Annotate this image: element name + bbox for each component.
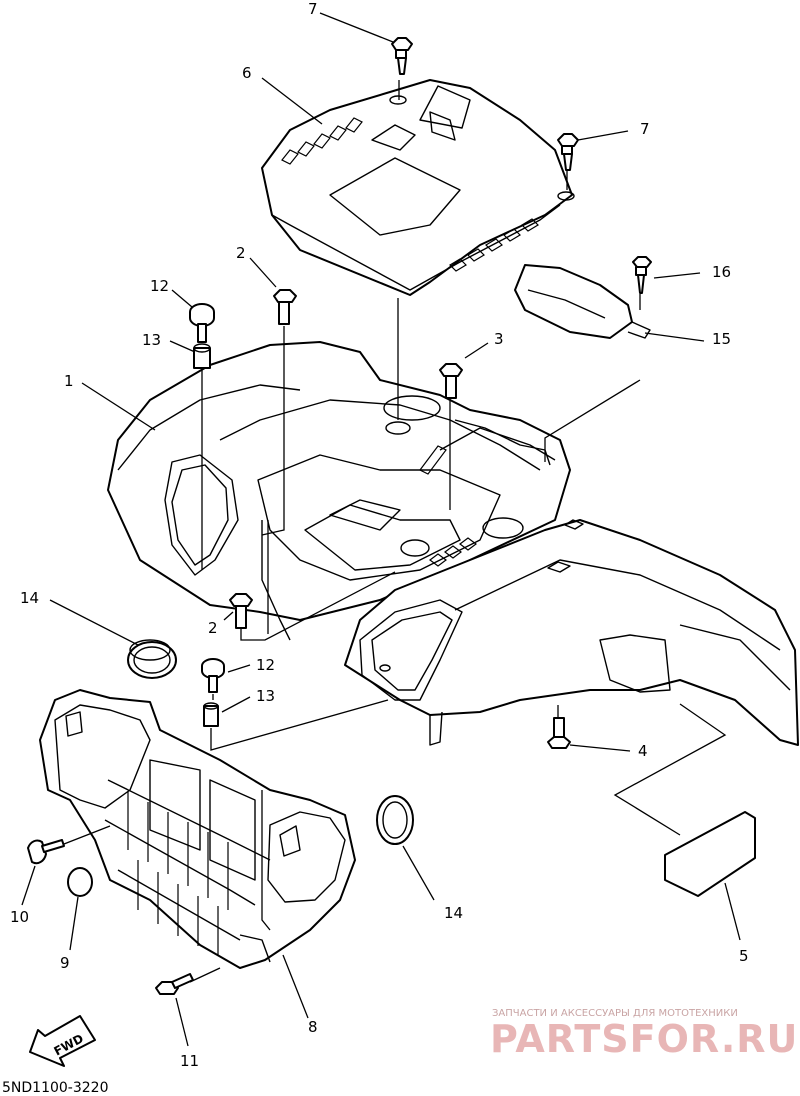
callout-12-lower: 12 bbox=[256, 656, 275, 674]
watermark: ЗАПЧАСТИ И АКСЕССУАРЫ ДЛЯ МОТОТЕХНИКИ PA… bbox=[490, 1008, 798, 1061]
callout-3: 3 bbox=[494, 330, 504, 348]
bolt-part-12-lower bbox=[201, 658, 225, 693]
callout-13-upper: 13 bbox=[142, 331, 161, 349]
callout-12-upper: 12 bbox=[150, 277, 169, 295]
bolt-part-4 bbox=[547, 717, 571, 749]
front-grille-part-8 bbox=[39, 689, 356, 969]
plate-part-5 bbox=[664, 811, 756, 897]
collar-part-13-upper bbox=[193, 343, 211, 369]
bolt-part-2-lower bbox=[229, 593, 253, 629]
callout-16: 16 bbox=[712, 263, 731, 281]
screw-part-7-top bbox=[391, 37, 413, 75]
reference-lines bbox=[63, 80, 727, 983]
screw-part-16 bbox=[632, 256, 652, 294]
bolt-part-10 bbox=[27, 839, 65, 865]
collar-part-13-lower bbox=[203, 702, 219, 727]
callout-1: 1 bbox=[64, 372, 74, 390]
callout-8: 8 bbox=[308, 1018, 318, 1036]
screw-part-7-right bbox=[557, 133, 579, 171]
bracket-part-15 bbox=[514, 264, 651, 339]
front-fender-part-1 bbox=[107, 341, 571, 641]
watermark-brand: PARTSFOR.RU bbox=[490, 1017, 798, 1061]
callout-13-lower: 13 bbox=[256, 687, 275, 705]
fwd-arrow-icon: FWD bbox=[29, 1015, 96, 1067]
cap-part-9 bbox=[67, 867, 93, 897]
callout-14-left: 14 bbox=[20, 589, 39, 607]
grommet-part-14-left bbox=[127, 639, 177, 679]
watermark-tagline: ЗАПЧАСТИ И АКСЕССУАРЫ ДЛЯ МОТОТЕХНИКИ bbox=[492, 1008, 738, 1019]
grommet-part-14-right bbox=[376, 795, 414, 845]
bolt-part-3 bbox=[439, 363, 463, 399]
callout-7-right: 7 bbox=[640, 120, 650, 138]
bolt-part-2-upper bbox=[273, 289, 297, 325]
callout-15: 15 bbox=[712, 330, 731, 348]
bolt-part-12-upper bbox=[189, 303, 215, 343]
callout-10: 10 bbox=[10, 908, 29, 926]
callout-7-top: 7 bbox=[308, 0, 318, 18]
leader-lines bbox=[21, 12, 741, 1047]
callout-5: 5 bbox=[739, 947, 749, 965]
callout-9: 9 bbox=[60, 954, 70, 972]
callout-6: 6 bbox=[242, 64, 252, 82]
callout-2-lower: 2 bbox=[208, 619, 218, 637]
diagram-code: 5ND1100-3220 bbox=[2, 1080, 108, 1096]
front-top-panel-part-6 bbox=[261, 79, 575, 296]
callout-11: 11 bbox=[180, 1052, 199, 1070]
callout-2-upper: 2 bbox=[236, 244, 246, 262]
callout-labels: 7 6 7 2 12 16 13 3 15 1 14 2 12 13 4 10 … bbox=[10, 0, 749, 1070]
front-fender-right-flare bbox=[344, 519, 799, 746]
callout-4: 4 bbox=[638, 742, 648, 760]
bolt-part-11 bbox=[155, 973, 194, 995]
callout-14-right: 14 bbox=[444, 904, 463, 922]
